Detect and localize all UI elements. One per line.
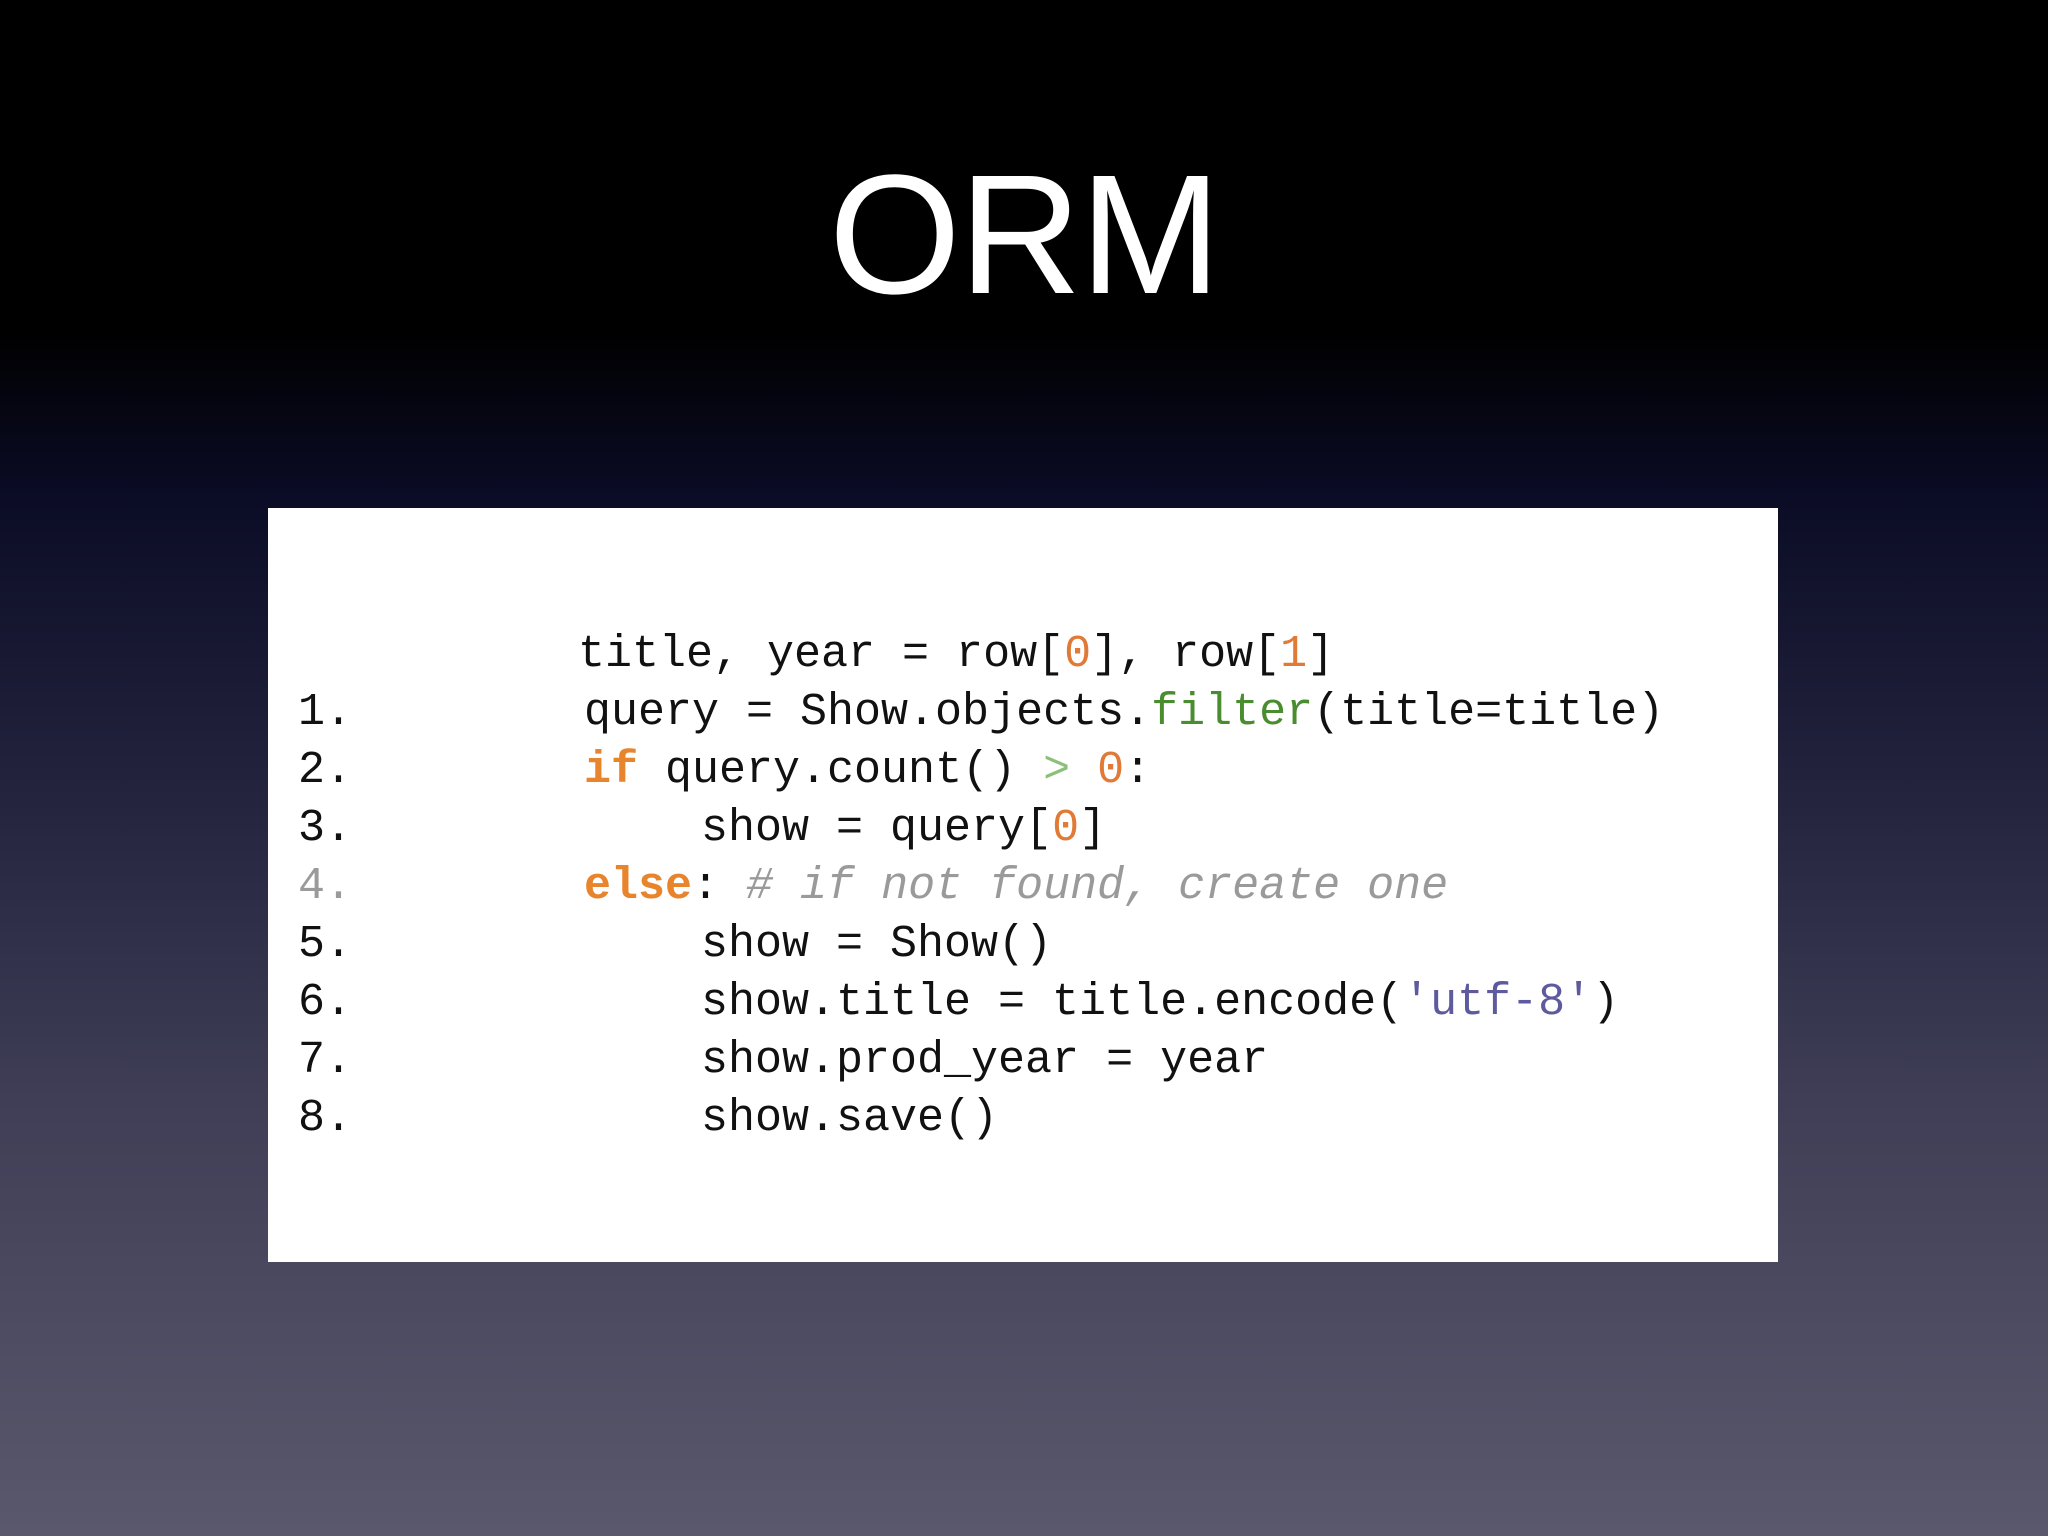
code-text: title, year = row[0], row[1] (578, 629, 1335, 680)
code-line: 1. query = Show.objects.filter(title=tit… (268, 684, 1778, 742)
code-text: show = Show() (701, 919, 1053, 970)
code-line: 6. show.title = title.encode('utf-8') (268, 974, 1778, 1032)
line-number: 7. (298, 1035, 353, 1086)
line-number: 8. (298, 1093, 353, 1144)
code-line: 7. show.prod_year = year (268, 1032, 1778, 1090)
code-line: 2. if query.count() > 0: (268, 742, 1778, 800)
slide-title: ORM (828, 140, 1222, 330)
code-text: show = query[0] (701, 803, 1107, 854)
code-line: 3. show = query[0] (268, 800, 1778, 858)
code-block: title, year = row[0], row[1] 1. query = … (268, 508, 1778, 1262)
line-number: 5. (298, 919, 353, 970)
code-text: query = Show.objects.filter(title=title) (584, 687, 1665, 738)
line-number: 2. (298, 745, 353, 796)
code-text: show.prod_year = year (701, 1035, 1269, 1086)
line-number: 1. (298, 687, 353, 738)
code-line: 5. show = Show() (268, 916, 1778, 974)
code-text: show.title = title.encode('utf-8') (701, 977, 1620, 1028)
code-text: show.save() (701, 1093, 999, 1144)
line-number: 6. (298, 977, 353, 1028)
line-number: 4. (298, 861, 353, 912)
code-line: 4. else: # if not found, create one (268, 858, 1778, 916)
code-line: 8. show.save() (268, 1090, 1778, 1148)
code-line: title, year = row[0], row[1] (268, 626, 1778, 684)
code-text: else: # if not found, create one (584, 861, 1449, 912)
code-comment: # if not found, create one (746, 861, 1449, 912)
code-text: if query.count() > 0: (584, 745, 1152, 796)
line-number: 3. (298, 803, 353, 854)
